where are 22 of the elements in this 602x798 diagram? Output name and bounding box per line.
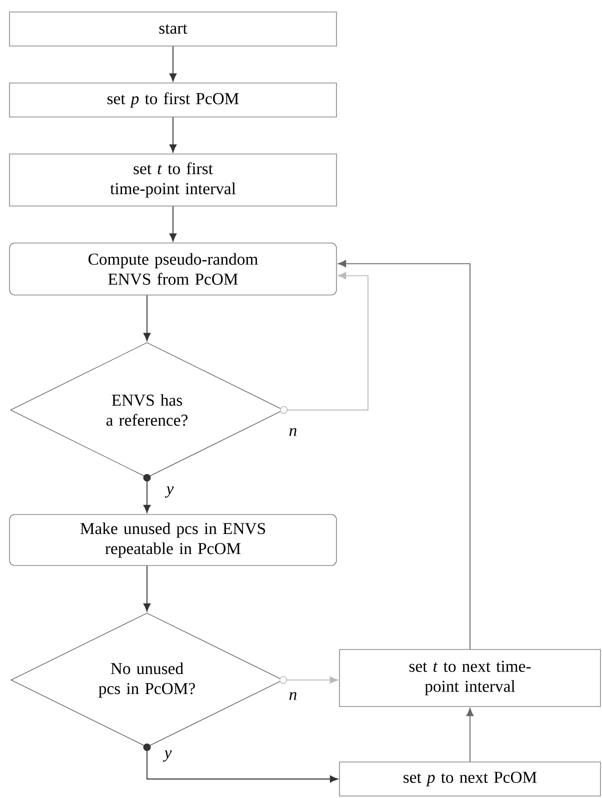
edge-label: y: [162, 749, 174, 763]
process-box: start: [9, 12, 337, 46]
process-box: Compute pseudo-random ENVS from PcOM: [9, 242, 337, 296]
arrow: [169, 46, 177, 82]
arrow: [143, 294, 151, 341]
arrow: [143, 744, 338, 783]
edge-label: n: [288, 426, 298, 438]
process-box: Make unused pcs in ENVS repeatable in PcOM: [9, 514, 337, 566]
edge-label: n: [288, 690, 298, 702]
arrow: [338, 260, 470, 650]
edge-label: y: [164, 485, 176, 499]
arrow: [169, 206, 177, 242]
arrow: [279, 676, 338, 684]
process-box: set t to first time-point interval: [9, 154, 337, 206]
process-box: set p to first PcOM: [9, 82, 337, 118]
arrow: [280, 272, 368, 414]
arrow: [466, 708, 474, 762]
arrow: [143, 565, 151, 612]
process-box: set t to next time-point interval: [339, 649, 601, 707]
arrow: [169, 116, 177, 152]
process-box: set p to next PcOM: [339, 762, 601, 796]
arrow: [143, 474, 151, 513]
